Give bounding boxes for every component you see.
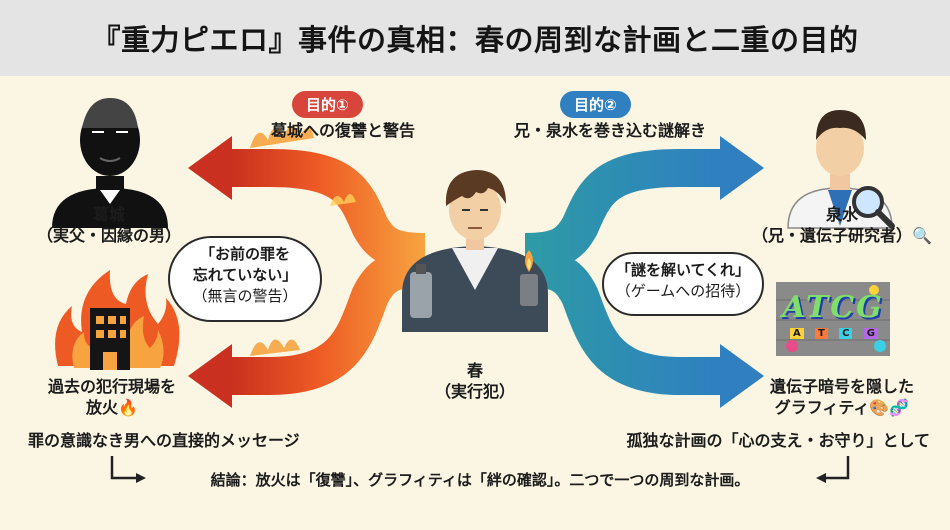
diagram-stage: ATCG A T C G 目的① 葛城への復讐と警告 目的② 兄・泉水を巻き込む… <box>0 76 950 530</box>
bracket-right <box>826 456 850 480</box>
left-message: 罪の意識なき男への直接的メッセージ <box>28 431 300 450</box>
bracket-left <box>110 456 136 480</box>
katsuragi-desc: （実父・因縁の男） <box>36 226 181 245</box>
izumi-icon <box>787 110 895 229</box>
purpose1-badge: 目的① <box>292 91 363 118</box>
arson-line1: 過去の犯行現場を <box>47 377 176 396</box>
purpose2-badge: 目的② <box>560 91 631 118</box>
arrow-head-upper-left <box>188 136 232 200</box>
graffiti-wall <box>776 282 890 356</box>
katsuragi-label: 葛城 （実父・因縁の男） <box>24 204 194 246</box>
invite-bubble: 「謎を解いてくれ」 （ゲームへの招待） <box>602 252 764 316</box>
graffiti-letter-g: G <box>863 328 878 339</box>
izumi-label: 泉水 （兄・遺伝子研究者）🔍 <box>742 204 942 246</box>
arson-label: 過去の犯行現場を 放火🔥 <box>24 376 200 418</box>
burning-building-icon <box>55 270 180 370</box>
arson-line2: 放火🔥 <box>86 398 138 417</box>
page-title: 『重力ピエロ』事件の真相：春の周到な計画と二重の目的 <box>91 23 859 57</box>
katsuragi-icon <box>52 98 168 228</box>
graffiti-tag: ATCG <box>782 290 884 325</box>
right-blue-arrows <box>524 136 764 408</box>
warning-bubble-line3: （無言の警告） <box>192 287 298 305</box>
lighter-icon <box>520 274 538 306</box>
arrow-head-lower-right <box>720 344 764 408</box>
graffiti-letter-c: C <box>839 328 853 339</box>
magnifier-icon <box>852 186 884 218</box>
right-message: 孤独な計画の「心の支え・お守り」として <box>626 431 930 450</box>
purpose1-text: 葛城への復讐と警告 <box>270 121 415 140</box>
purpose2-text: 兄・泉水を巻き込む謎解き <box>513 121 706 140</box>
graffiti-letter-a: A <box>790 328 804 339</box>
title-bar: 『重力ピエロ』事件の真相：春の周到な計画と二重の目的 <box>0 0 950 76</box>
haru-label: 春 （実行犯） <box>425 360 525 402</box>
warning-bubble: 「お前の罪を 忘れていない」 （無言の警告） <box>168 236 322 322</box>
graffiti-line2: グラフィティ🎨🧬 <box>774 398 910 417</box>
invite-bubble-line1: 「謎を解いてくれ」 <box>615 261 751 279</box>
arrow-head-lower-left <box>188 344 232 408</box>
spray-can-icon <box>410 272 432 318</box>
graffiti-line1: 遺伝子暗号を隠した <box>769 377 914 396</box>
arrow-head-upper-right <box>720 136 764 200</box>
katsuragi-name: 葛城 <box>92 205 125 224</box>
haru-role: （実行犯） <box>434 382 515 401</box>
izumi-name: 泉水 <box>825 205 858 224</box>
izumi-desc: （兄・遺伝子研究者）🔍 <box>752 226 932 245</box>
invite-bubble-line2: （ゲームへの招待） <box>615 282 751 300</box>
conclusion-text: 結論：放火は「復讐」、グラフィティは「絆の確認」。二つで一つの周到な計画。 <box>210 471 750 489</box>
left-fire-arrows <box>188 126 426 408</box>
warning-bubble-line2: 忘れていない」 <box>192 266 298 284</box>
haru-name: 春 <box>466 361 483 380</box>
graffiti-letter-t: T <box>815 328 828 339</box>
graffiti-letter-row: A T C G <box>790 328 878 339</box>
graffiti-label: 遺伝子暗号を隠した グラフィティ🎨🧬 <box>752 376 932 418</box>
warning-bubble-line1: 「お前の罪を <box>199 245 290 263</box>
flow-arrows <box>52 98 895 483</box>
haru-figure <box>402 170 548 332</box>
